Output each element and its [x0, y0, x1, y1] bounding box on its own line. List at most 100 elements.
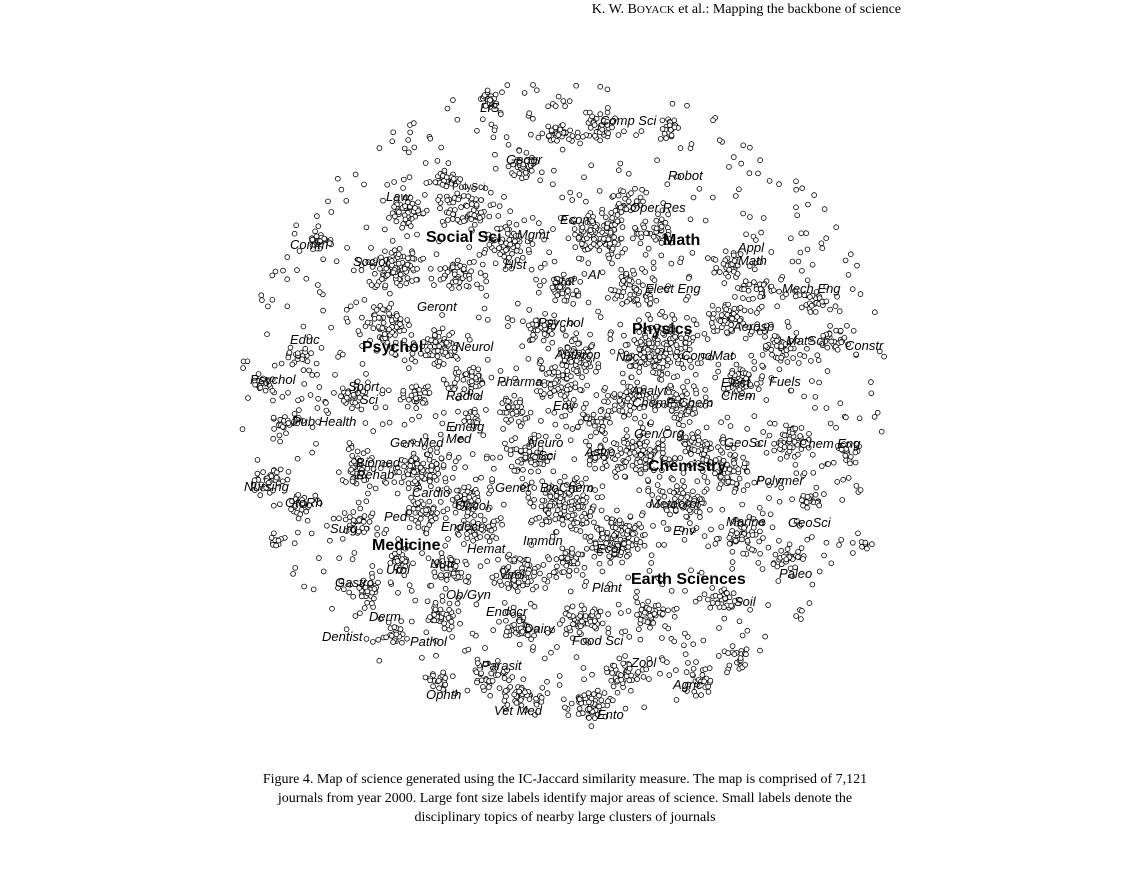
topic-label: Endocr — [441, 519, 483, 534]
journal-dot — [506, 220, 513, 226]
journal-dot — [503, 409, 510, 416]
journal-dot — [543, 518, 550, 525]
journal-dot — [623, 447, 630, 454]
journal-dot — [406, 509, 413, 516]
topic-label: Robot — [668, 168, 704, 183]
running-head: K. W. Boyack et al.: Mapping the backbon… — [592, 2, 901, 18]
journal-dot — [732, 193, 739, 199]
journal-dot — [753, 380, 760, 387]
journal-dot — [605, 408, 612, 414]
journal-dot — [741, 307, 748, 314]
journal-dot — [470, 506, 477, 513]
journal-dot — [597, 241, 603, 247]
journal-dot — [595, 308, 601, 315]
journal-dot — [559, 516, 565, 523]
journal-dot — [756, 504, 763, 511]
journal-dot — [528, 479, 535, 486]
journal-dot — [469, 630, 476, 637]
journal-dot — [690, 383, 697, 390]
journal-dot — [628, 190, 634, 196]
journal-dot — [561, 279, 567, 286]
journal-dot — [504, 231, 511, 237]
journal-dot — [410, 505, 417, 512]
journal-dot — [300, 323, 307, 330]
journal-dot — [587, 331, 593, 338]
journal-dot — [639, 425, 646, 431]
journal-dot — [694, 332, 701, 339]
journal-dot — [618, 209, 625, 215]
journal-dot — [596, 560, 603, 567]
journal-dot — [349, 405, 355, 412]
journal-dot — [721, 615, 728, 622]
journal-dot — [434, 466, 441, 472]
journal-dot — [317, 238, 324, 245]
journal-dot — [555, 132, 562, 138]
journal-dot — [707, 400, 713, 407]
journal-dot — [699, 468, 706, 474]
journal-dot — [558, 349, 564, 356]
journal-dot — [301, 381, 308, 387]
journal-dot — [371, 270, 378, 277]
journal-dot — [403, 442, 409, 448]
journal-dot — [478, 522, 485, 529]
journal-dot — [571, 275, 578, 282]
journal-dot — [714, 327, 721, 334]
journal-dot — [495, 556, 501, 563]
journal-dot — [582, 613, 589, 619]
journal-dot — [329, 605, 335, 612]
journal-dot — [634, 588, 640, 595]
journal-dot — [264, 331, 270, 338]
journal-dot — [566, 572, 572, 579]
journal-dot — [683, 297, 689, 303]
caption-line: Figure 4. Map of science generated using… — [262, 772, 868, 787]
journal-dot — [741, 286, 747, 293]
journal-dot — [539, 478, 545, 485]
journal-dot — [818, 240, 825, 247]
journal-dot — [450, 176, 457, 182]
journal-dot — [440, 376, 447, 383]
journal-dot — [808, 302, 815, 309]
journal-dot — [294, 350, 301, 357]
journal-dot — [630, 235, 636, 242]
journal-dot — [656, 354, 663, 360]
journal-dot — [407, 129, 414, 136]
journal-dot — [349, 452, 356, 459]
journal-dot — [554, 563, 560, 570]
journal-dot — [537, 570, 543, 577]
journal-dot — [669, 100, 676, 107]
journal-dot — [451, 271, 458, 278]
journal-dot — [546, 572, 553, 579]
journal-dot — [390, 269, 397, 276]
journal-dot — [533, 276, 539, 283]
journal-dot — [307, 392, 314, 398]
journal-dot — [315, 282, 321, 288]
journal-dot — [453, 353, 459, 360]
journal-dot — [496, 685, 503, 691]
journal-dot — [416, 413, 422, 420]
journal-dot — [558, 554, 565, 561]
journal-dot — [370, 466, 377, 472]
journal-dot — [277, 466, 284, 473]
journal-dot — [546, 556, 552, 563]
journal-dot — [300, 367, 307, 373]
journal-dot — [505, 404, 512, 410]
journal-dot — [799, 185, 805, 192]
journal-dot — [397, 282, 404, 289]
journal-dot — [426, 478, 433, 485]
journal-dot — [627, 687, 634, 694]
journal-dot — [643, 230, 649, 237]
journal-dot — [385, 387, 392, 394]
journal-dot — [468, 378, 475, 385]
journal-dot — [427, 447, 434, 453]
journal-dot — [390, 129, 397, 136]
journal-dot — [757, 647, 763, 654]
journal-dot — [491, 247, 498, 254]
journal-dot — [420, 501, 427, 508]
journal-dot — [377, 568, 383, 575]
journal-dot — [580, 405, 587, 411]
journal-dot — [673, 354, 679, 360]
journal-dot — [528, 266, 535, 273]
journal-dot — [651, 467, 657, 474]
journal-dot — [595, 613, 601, 619]
journal-dot — [401, 145, 408, 152]
